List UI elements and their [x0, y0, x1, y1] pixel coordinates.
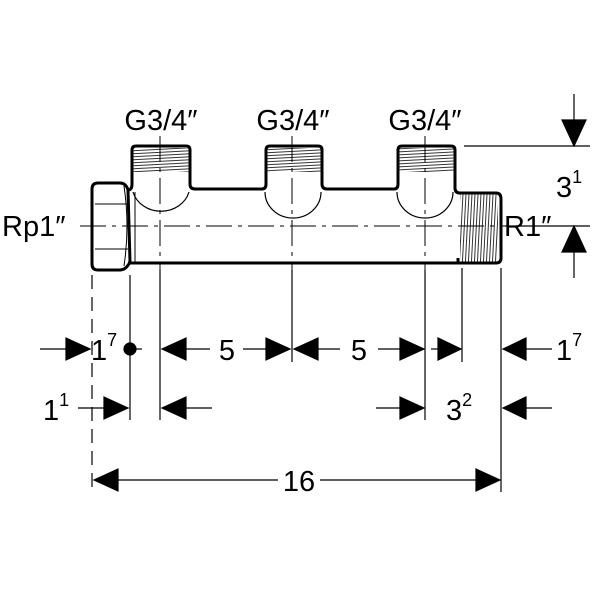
outlet-bores: [132, 191, 454, 219]
dimension-arrows: [40, 94, 587, 492]
outlet-label-3: G3/4″: [388, 105, 461, 137]
outlet-end-label: R1″: [504, 211, 551, 243]
inlet-label: Rp1″: [2, 211, 65, 243]
arrow-down: [561, 119, 587, 148]
arrow-up: [561, 224, 587, 253]
dim-left-offset-bottom: 11: [43, 390, 69, 427]
arrow-left: [501, 396, 527, 420]
arrow-left: [501, 337, 527, 361]
dim-right-offset-top: 17: [556, 330, 582, 367]
arrow-right: [475, 468, 502, 492]
male-thread-outlet: [458, 191, 503, 265]
dim-overall-length: 16: [283, 466, 315, 498]
arrow-right: [65, 337, 92, 361]
arrow-left: [160, 337, 187, 361]
dim-right-offset-bottom: 32: [446, 390, 472, 427]
outlet-label-1: G3/4″: [124, 105, 197, 137]
dim-spacing-1: 5: [219, 335, 235, 367]
arrow-left: [92, 468, 119, 492]
arrow-right: [265, 337, 292, 361]
dim-left-offset-top: 17: [91, 330, 117, 367]
arrow-left: [160, 396, 187, 420]
dim-spacing-2: 5: [351, 335, 367, 367]
arrow-right: [437, 337, 463, 361]
origin-dot: [123, 342, 137, 356]
dim-outlet-height: 31: [556, 167, 582, 204]
arrow-left: [292, 337, 319, 361]
outlet-threads: [133, 148, 454, 172]
extension-lines: [91, 145, 590, 492]
arrow-right: [399, 337, 426, 361]
arrow-right: [103, 396, 130, 420]
arrow-right: [399, 396, 426, 420]
outlet-label-2: G3/4″: [256, 105, 329, 137]
